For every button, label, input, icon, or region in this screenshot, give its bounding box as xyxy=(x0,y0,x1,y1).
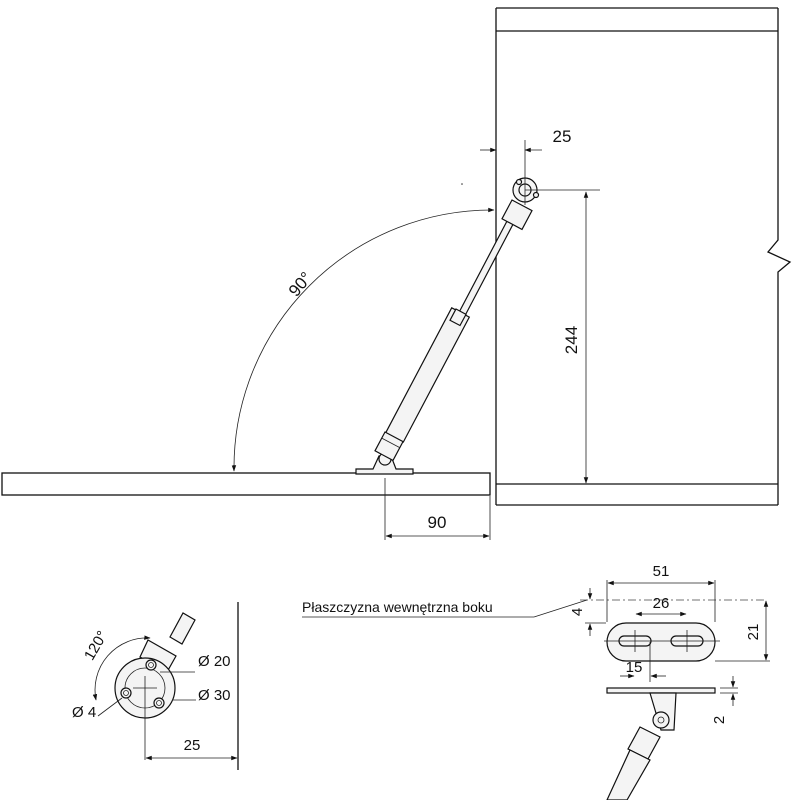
svg-text:244: 244 xyxy=(562,326,581,354)
cabinet-side-panel xyxy=(495,7,792,506)
plate-detail: Płaszczyzna wewnętrzna boku 51 26 21 4 1… xyxy=(302,563,770,800)
svg-text:26: 26 xyxy=(653,595,670,612)
label-d30: Ø 30 xyxy=(198,687,231,704)
dimension-25-main: 25 xyxy=(480,127,571,160)
flap-panel xyxy=(1,472,491,496)
svg-text:120°: 120° xyxy=(81,628,111,663)
note-inner-plane: Płaszczyzna wewnętrzna boku xyxy=(302,599,493,615)
angle-arc-90 xyxy=(231,207,495,472)
svg-text:15: 15 xyxy=(626,659,643,676)
svg-text:21: 21 xyxy=(745,624,762,641)
angle-label-90: 90° xyxy=(285,268,316,300)
main-view: 90° xyxy=(1,7,792,540)
dimension-244: 244 xyxy=(562,191,589,484)
svg-text:2: 2 xyxy=(711,716,728,724)
svg-text:90: 90 xyxy=(428,513,447,532)
svg-text:51: 51 xyxy=(653,563,670,580)
svg-text:4: 4 xyxy=(569,608,586,616)
stray-dot xyxy=(461,183,463,185)
label-d4: Ø 4 xyxy=(72,704,96,721)
svg-text:25: 25 xyxy=(184,737,201,754)
bracket-detail: 120° Ø 20 Ø 30 Ø 4 25 xyxy=(72,602,239,770)
gas-strut xyxy=(355,177,540,475)
dimension-90: 90 xyxy=(384,478,491,540)
label-d20: Ø 20 xyxy=(198,653,231,670)
svg-text:25: 25 xyxy=(553,127,572,146)
